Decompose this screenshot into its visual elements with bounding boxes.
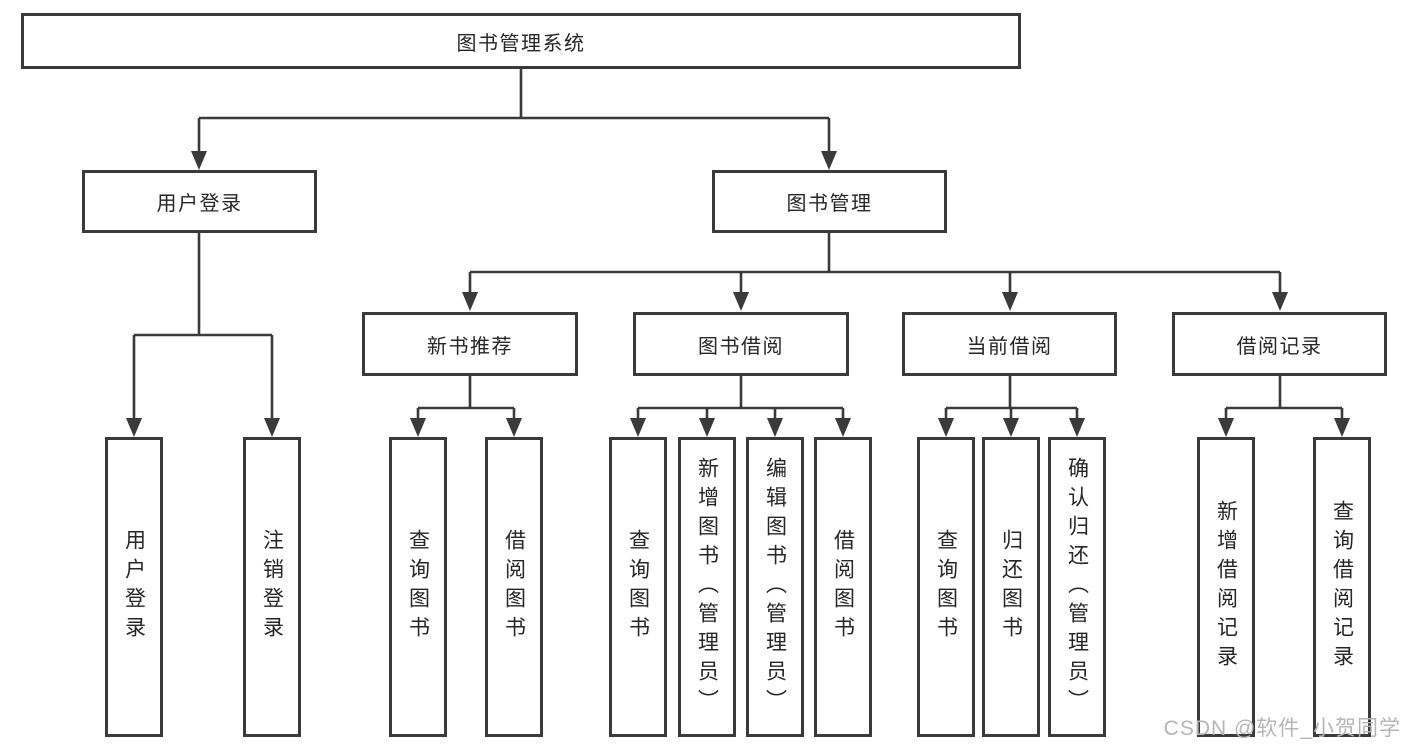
node-root-system: 图书管理系统: [21, 13, 1021, 69]
leaf-add-book-admin: 新增图书（管理员）: [678, 437, 736, 737]
leaf-query-books-borrowing-label: 查询图书: [626, 529, 650, 645]
leaf-borrow-books-borrowing: 借阅图书: [814, 437, 872, 737]
leaf-user-login-label: 用户登录: [122, 529, 146, 645]
leaf-query-borrow-record: 查询借阅记录: [1313, 437, 1371, 737]
leaf-query-books-recommend-label: 查询图书: [406, 529, 430, 645]
leaf-query-books-borrowing: 查询图书: [609, 437, 667, 737]
leaf-query-books-recommend: 查询图书: [389, 437, 447, 737]
leaf-return-book: 归还图书: [982, 437, 1040, 737]
leaf-add-book-admin-label: 新增图书（管理员）: [695, 456, 719, 718]
node-book-management-label: 图书管理: [786, 193, 873, 215]
node-book-borrowing: 图书借阅: [633, 312, 849, 376]
leaf-edit-book-admin: 编辑图书（管理员）: [746, 437, 804, 737]
leaf-logout-label: 注销登录: [260, 529, 284, 645]
node-borrow-records: 借阅记录: [1172, 312, 1387, 376]
leaf-borrow-books-recommend-label: 借阅图书: [502, 529, 526, 645]
csdn-watermark: CSDN @软件_小贺同学: [1163, 717, 1401, 740]
leaf-query-borrow-record-label: 查询借阅记录: [1330, 500, 1354, 674]
leaf-edit-book-admin-label: 编辑图书（管理员）: [763, 456, 787, 718]
leaf-add-borrow-record-label: 新增借阅记录: [1214, 500, 1238, 674]
node-root-label: 图书管理系统: [456, 32, 586, 55]
node-current-borrowing: 当前借阅: [902, 312, 1117, 376]
leaf-return-book-label: 归还图书: [999, 529, 1023, 645]
leaf-query-books-current: 查询图书: [917, 437, 975, 737]
leaf-user-login: 用户登录: [105, 437, 163, 737]
leaf-confirm-return-admin-label: 确认归还（管理员）: [1065, 456, 1089, 718]
node-book-management: 图书管理: [712, 170, 947, 233]
leaf-add-borrow-record: 新增借阅记录: [1197, 437, 1255, 737]
node-borrow-records-label: 借阅记录: [1236, 335, 1323, 358]
leaf-borrow-books-recommend: 借阅图书: [485, 437, 543, 737]
node-user-login: 用户登录: [82, 170, 317, 233]
node-user-login-label: 用户登录: [156, 193, 243, 215]
leaf-query-books-current-label: 查询图书: [934, 529, 958, 645]
leaf-borrow-books-borrowing-label: 借阅图书: [831, 529, 855, 645]
tree-branch-lines: [134, 69, 1342, 410]
node-current-borrowing-label: 当前借阅: [966, 335, 1053, 358]
node-new-book-recommend-label: 新书推荐: [427, 335, 513, 358]
node-book-borrowing-label: 图书借阅: [698, 335, 784, 358]
node-new-book-recommend: 新书推荐: [362, 312, 578, 376]
leaf-logout: 注销登录: [243, 437, 301, 737]
leaf-confirm-return-admin: 确认归还（管理员）: [1048, 437, 1106, 737]
